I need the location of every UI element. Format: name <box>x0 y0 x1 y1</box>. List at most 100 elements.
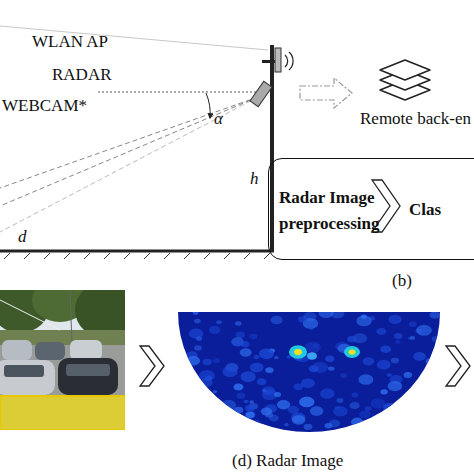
field-of-view <box>0 26 268 232</box>
height-symbol: h <box>250 170 259 189</box>
speckle <box>427 424 432 427</box>
angle-symbol: α <box>214 110 223 129</box>
speckle <box>377 360 391 370</box>
device-label: RADAR <box>52 66 112 85</box>
speckle <box>313 344 319 348</box>
speckle <box>233 383 243 390</box>
speckle <box>334 406 340 410</box>
distance-symbol: d <box>18 228 27 247</box>
speckle <box>213 390 217 393</box>
reflection-spot <box>294 349 302 355</box>
speckle <box>371 398 386 408</box>
speckle <box>349 402 359 409</box>
speckle <box>198 381 203 384</box>
backend-label: Remote back-en <box>360 110 471 129</box>
speckle <box>309 327 313 330</box>
speckle <box>299 397 314 408</box>
speckle <box>249 334 257 340</box>
speckle <box>196 337 202 341</box>
speckle <box>175 361 189 371</box>
speckle <box>199 370 215 381</box>
speckle <box>240 423 247 428</box>
speckle <box>209 326 221 334</box>
speckle <box>400 418 406 422</box>
speckle <box>426 358 435 364</box>
speckle <box>384 416 398 426</box>
speckle <box>329 420 340 428</box>
speckle <box>193 311 199 315</box>
speckle <box>245 405 254 412</box>
speckle <box>325 356 334 362</box>
box-text: Clas <box>409 197 474 223</box>
speckle <box>257 378 267 385</box>
speckle <box>429 311 440 319</box>
speckle <box>410 336 415 340</box>
speckle <box>351 418 364 427</box>
speckle <box>240 421 244 424</box>
speckle <box>388 381 403 391</box>
reflection-spot <box>307 352 317 360</box>
speckle <box>318 307 333 318</box>
speckle <box>413 352 425 361</box>
speckle <box>432 336 440 342</box>
speckle <box>237 393 246 399</box>
speckle <box>288 406 299 414</box>
speckle <box>309 365 319 372</box>
speckle <box>352 393 359 398</box>
reflection-spot <box>344 346 360 358</box>
speckle <box>286 355 290 358</box>
speckle <box>333 406 347 416</box>
speckle <box>203 359 212 366</box>
speckle <box>244 400 249 403</box>
speckle <box>194 319 201 324</box>
speckle <box>250 363 264 373</box>
speckle <box>205 411 212 416</box>
speckle <box>347 336 356 343</box>
speckle <box>394 333 403 339</box>
speckle <box>409 419 425 430</box>
speckle <box>356 315 372 326</box>
speckle <box>430 415 442 423</box>
speckle <box>205 375 212 380</box>
transfer-arrow <box>300 78 352 108</box>
speckle <box>404 372 413 378</box>
speckle <box>358 374 373 384</box>
reflection-spot <box>289 345 307 359</box>
speckle <box>216 320 222 324</box>
wifi-symbol <box>285 52 293 70</box>
speckle <box>336 398 343 403</box>
parking-photo <box>0 290 125 430</box>
speckle <box>187 356 200 365</box>
speckle <box>235 321 241 325</box>
chevron <box>140 346 164 386</box>
speckle <box>251 420 261 427</box>
speckle <box>389 315 402 324</box>
speckle <box>178 394 194 405</box>
speckle <box>262 386 275 395</box>
speckle <box>387 373 392 377</box>
speckle <box>221 400 236 410</box>
speckle <box>246 412 255 418</box>
speckle <box>265 412 273 418</box>
speckle <box>437 407 444 412</box>
speckle <box>365 406 372 411</box>
speckle <box>305 342 321 353</box>
speckle <box>240 348 252 356</box>
speckle <box>274 356 279 359</box>
speckle <box>199 392 204 395</box>
speckle <box>184 419 199 429</box>
box-heading: Radar Image preprocessing <box>279 185 379 238</box>
speckle <box>274 392 281 397</box>
speckle <box>235 332 245 339</box>
speckle <box>234 407 243 414</box>
speckle <box>391 358 399 364</box>
speckle <box>251 422 256 426</box>
speckle <box>416 325 432 336</box>
speckle <box>231 412 239 417</box>
speckle <box>292 415 306 425</box>
panel-label: (b) <box>392 272 412 291</box>
radar-image <box>175 307 443 432</box>
speckle <box>207 397 213 401</box>
speckle <box>409 404 418 410</box>
speckle <box>359 410 371 418</box>
